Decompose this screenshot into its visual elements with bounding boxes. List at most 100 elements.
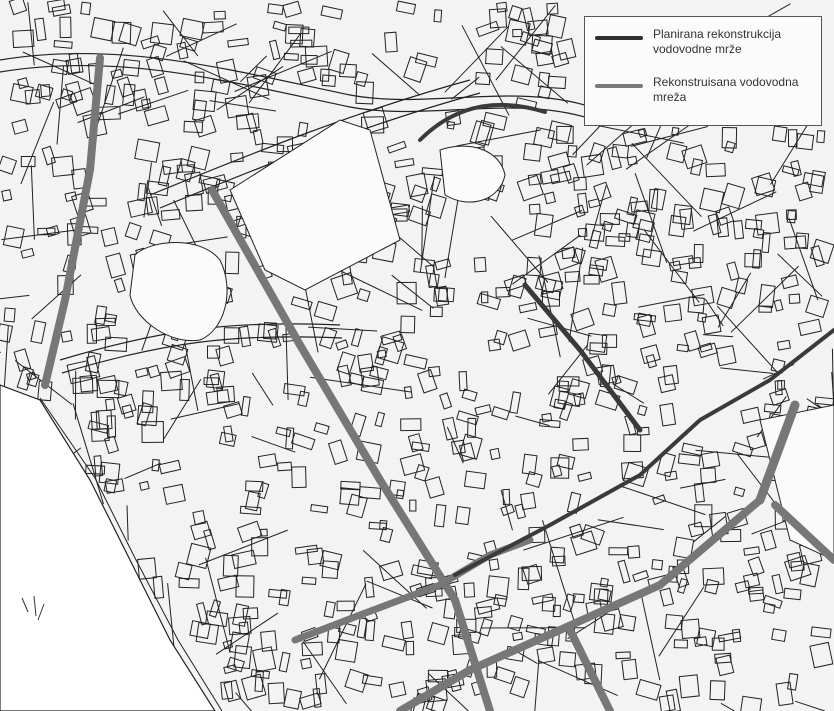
building xyxy=(664,613,684,631)
building xyxy=(40,83,51,98)
building xyxy=(805,294,830,319)
building xyxy=(145,180,170,197)
building xyxy=(716,286,738,310)
building xyxy=(162,483,186,505)
building xyxy=(500,503,515,517)
building xyxy=(356,288,371,303)
building xyxy=(405,640,415,656)
building xyxy=(611,375,622,386)
building xyxy=(206,345,221,359)
building xyxy=(546,2,559,15)
street-line xyxy=(184,344,199,411)
building xyxy=(531,38,554,56)
street-line xyxy=(720,702,735,711)
building xyxy=(355,81,375,105)
building xyxy=(396,281,417,305)
building xyxy=(707,213,722,236)
building xyxy=(110,68,124,80)
building xyxy=(541,596,556,612)
building xyxy=(136,402,153,427)
building xyxy=(321,560,339,579)
building xyxy=(176,41,189,60)
building xyxy=(503,274,528,292)
building xyxy=(100,226,119,247)
building xyxy=(704,578,720,595)
building xyxy=(195,622,220,645)
building xyxy=(618,232,631,242)
street-line xyxy=(162,10,199,57)
building xyxy=(90,411,101,431)
street-line xyxy=(630,126,708,147)
building xyxy=(327,48,350,75)
building xyxy=(395,0,417,15)
building xyxy=(572,437,589,452)
building xyxy=(105,252,127,279)
building xyxy=(239,505,262,516)
building xyxy=(519,30,542,47)
building xyxy=(399,453,426,476)
building xyxy=(166,343,189,366)
building xyxy=(252,646,277,673)
building xyxy=(740,406,762,424)
building xyxy=(72,377,94,395)
building xyxy=(403,56,428,83)
building xyxy=(458,442,476,462)
building xyxy=(509,391,522,414)
building xyxy=(580,523,605,546)
building xyxy=(754,211,781,236)
street-line xyxy=(165,23,237,57)
building xyxy=(556,125,574,144)
building xyxy=(502,488,511,506)
building xyxy=(623,434,642,452)
street-line xyxy=(302,641,347,705)
building xyxy=(53,40,73,49)
building xyxy=(441,416,459,441)
building xyxy=(709,680,726,701)
building xyxy=(777,379,786,390)
building xyxy=(336,351,356,376)
building xyxy=(493,666,516,685)
building xyxy=(586,332,608,353)
building xyxy=(726,261,740,281)
building xyxy=(141,420,165,444)
building xyxy=(626,155,638,166)
building xyxy=(416,369,438,394)
building xyxy=(721,126,738,149)
building xyxy=(734,277,749,295)
building xyxy=(572,593,585,604)
building xyxy=(427,621,450,646)
building xyxy=(507,614,524,632)
building xyxy=(267,682,286,705)
building xyxy=(242,607,259,620)
building xyxy=(562,593,576,613)
street-line xyxy=(77,96,145,124)
building xyxy=(747,586,764,595)
building xyxy=(488,558,500,571)
legend-label-reconstructed: Rekonstruisana vodovodna mreža xyxy=(653,75,799,104)
building xyxy=(275,426,292,438)
building xyxy=(429,176,442,193)
street-line xyxy=(285,318,289,400)
building xyxy=(300,657,313,670)
building xyxy=(589,342,608,355)
building xyxy=(545,14,567,39)
building xyxy=(238,621,250,635)
street-line xyxy=(3,326,9,391)
building xyxy=(410,564,435,580)
street-line xyxy=(542,520,576,624)
building xyxy=(534,275,557,294)
building xyxy=(285,427,295,450)
building xyxy=(65,57,84,76)
street-line xyxy=(461,25,510,116)
building xyxy=(668,260,682,272)
building xyxy=(739,695,763,711)
building xyxy=(699,342,713,353)
building xyxy=(421,167,444,177)
street-line xyxy=(30,165,35,240)
building xyxy=(474,404,492,416)
street-line xyxy=(500,489,513,531)
building xyxy=(556,453,576,470)
building xyxy=(799,562,820,588)
building xyxy=(516,174,545,202)
